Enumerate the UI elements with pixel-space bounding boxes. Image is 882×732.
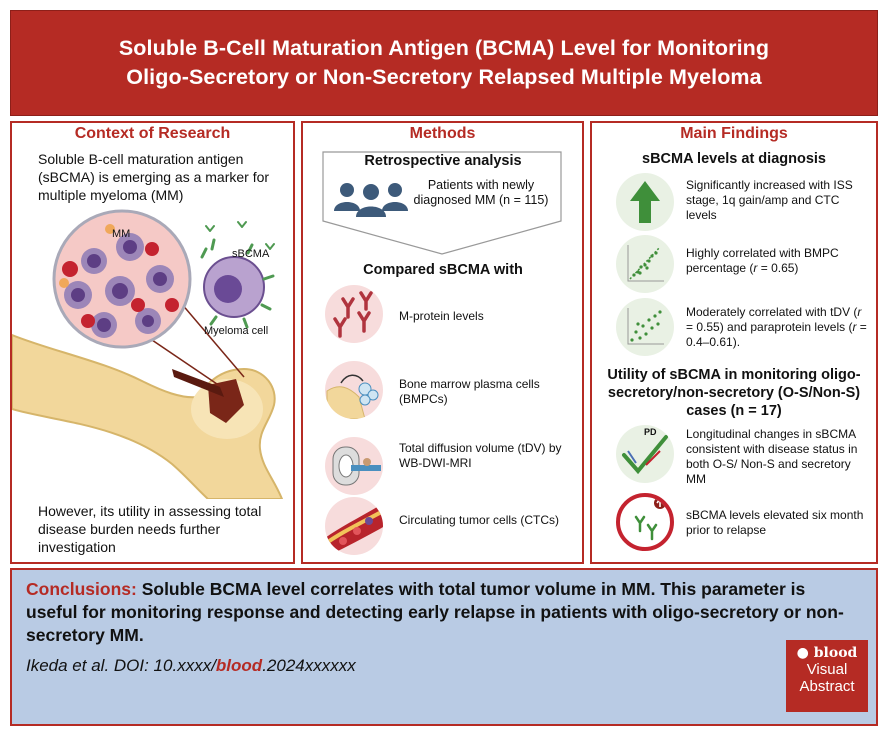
compared-with-heading: Compared sBCMA with: [363, 262, 523, 278]
people-icon: [334, 183, 408, 217]
methods-panel: Methods Retrospective analysis Patients …: [301, 121, 584, 564]
retrospective-analysis: Retrospective analysis: [364, 153, 522, 169]
method-item-1: M-protein levels: [399, 309, 484, 323]
label-myeloma-cell: Myeloma cell: [204, 325, 269, 337]
blood-vessel-icon: [325, 497, 383, 555]
method-item-3: Total diffusion volume (tDV) by WB-DWI-M…: [399, 441, 562, 470]
method-item-4: Circulating tumor cells (CTCs): [399, 513, 560, 527]
badge-line-1: Visual: [806, 661, 848, 678]
retrospective-chevron: [322, 151, 562, 255]
citation: Ikeda et al. DOI: 10.xxxx/blood.2024xxxx…: [26, 656, 356, 675]
blood-visual-abstract-logo: ● blood Visual Abstract: [786, 640, 868, 712]
relapse-cycle-icon: [616, 493, 674, 551]
context-title: Context of Research: [74, 125, 231, 142]
conclusion-text: Conclusions: Soluble BCMA level correlat…: [26, 579, 844, 645]
bone-marrow-icon: [325, 361, 383, 419]
title-line-2: Oligo-Secretory or Non-Secretory Relapse…: [126, 65, 762, 89]
myeloma-bone-illustration: [12, 209, 284, 499]
context-panel: Context of Research Soluble B-cell matur…: [10, 121, 295, 564]
progression-check-icon: [616, 425, 674, 483]
method-item-2: Bone marrow plasma cells (BMPCs): [399, 377, 540, 406]
finding-4: Longitudinal changes in sBCMA consistent…: [686, 427, 858, 486]
finding-3: Moderately correlated with tDV (r = 0.55…: [686, 305, 867, 349]
context-intro: Soluble B-cell maturation antigen (sBCMA…: [38, 151, 270, 203]
finding-5: sBCMA levels elevated six month prior to…: [686, 508, 864, 537]
pd-label: PD: [644, 427, 657, 437]
correlation-plot-icon: [616, 235, 674, 293]
methods-title: Methods: [409, 125, 476, 142]
label-sbcma: sBCMA: [232, 248, 270, 260]
badge-line-2: Abstract: [799, 678, 855, 695]
finding-1: Significantly increased with ISS stage, …: [686, 178, 853, 222]
conclusion-box: Conclusions: Soluble BCMA level correlat…: [10, 568, 878, 726]
findings-subheading-1: sBCMA levels at diagnosis: [642, 151, 826, 167]
up-arrow-icon: [616, 173, 674, 231]
blood-brand: ● blood: [796, 645, 858, 661]
findings-subheading-2: Utility of sBCMA in monitoring oligo-sec…: [607, 367, 861, 419]
findings-panel: Main Findings sBCMA levels at diagnosis …: [590, 121, 878, 564]
context-outro: However, its utility in assessing total …: [38, 503, 262, 555]
label-mm: MM: [112, 228, 131, 240]
conclusion-label: Conclusions:: [26, 579, 137, 599]
patients-text: Patients with newly diagnosed MM (n = 11…: [413, 178, 549, 207]
mri-scanner-icon: [325, 437, 383, 495]
finding-2: Highly correlated with BMPC percentage (…: [686, 246, 839, 275]
title-line-1: Soluble B-Cell Maturation Antigen (BCMA)…: [118, 36, 770, 60]
findings-title: Main Findings: [680, 125, 788, 142]
antibody-icon: [325, 285, 383, 343]
title-banner: Soluble B-Cell Maturation Antigen (BCMA)…: [10, 10, 878, 116]
scatter-plot-icon: [616, 298, 674, 356]
